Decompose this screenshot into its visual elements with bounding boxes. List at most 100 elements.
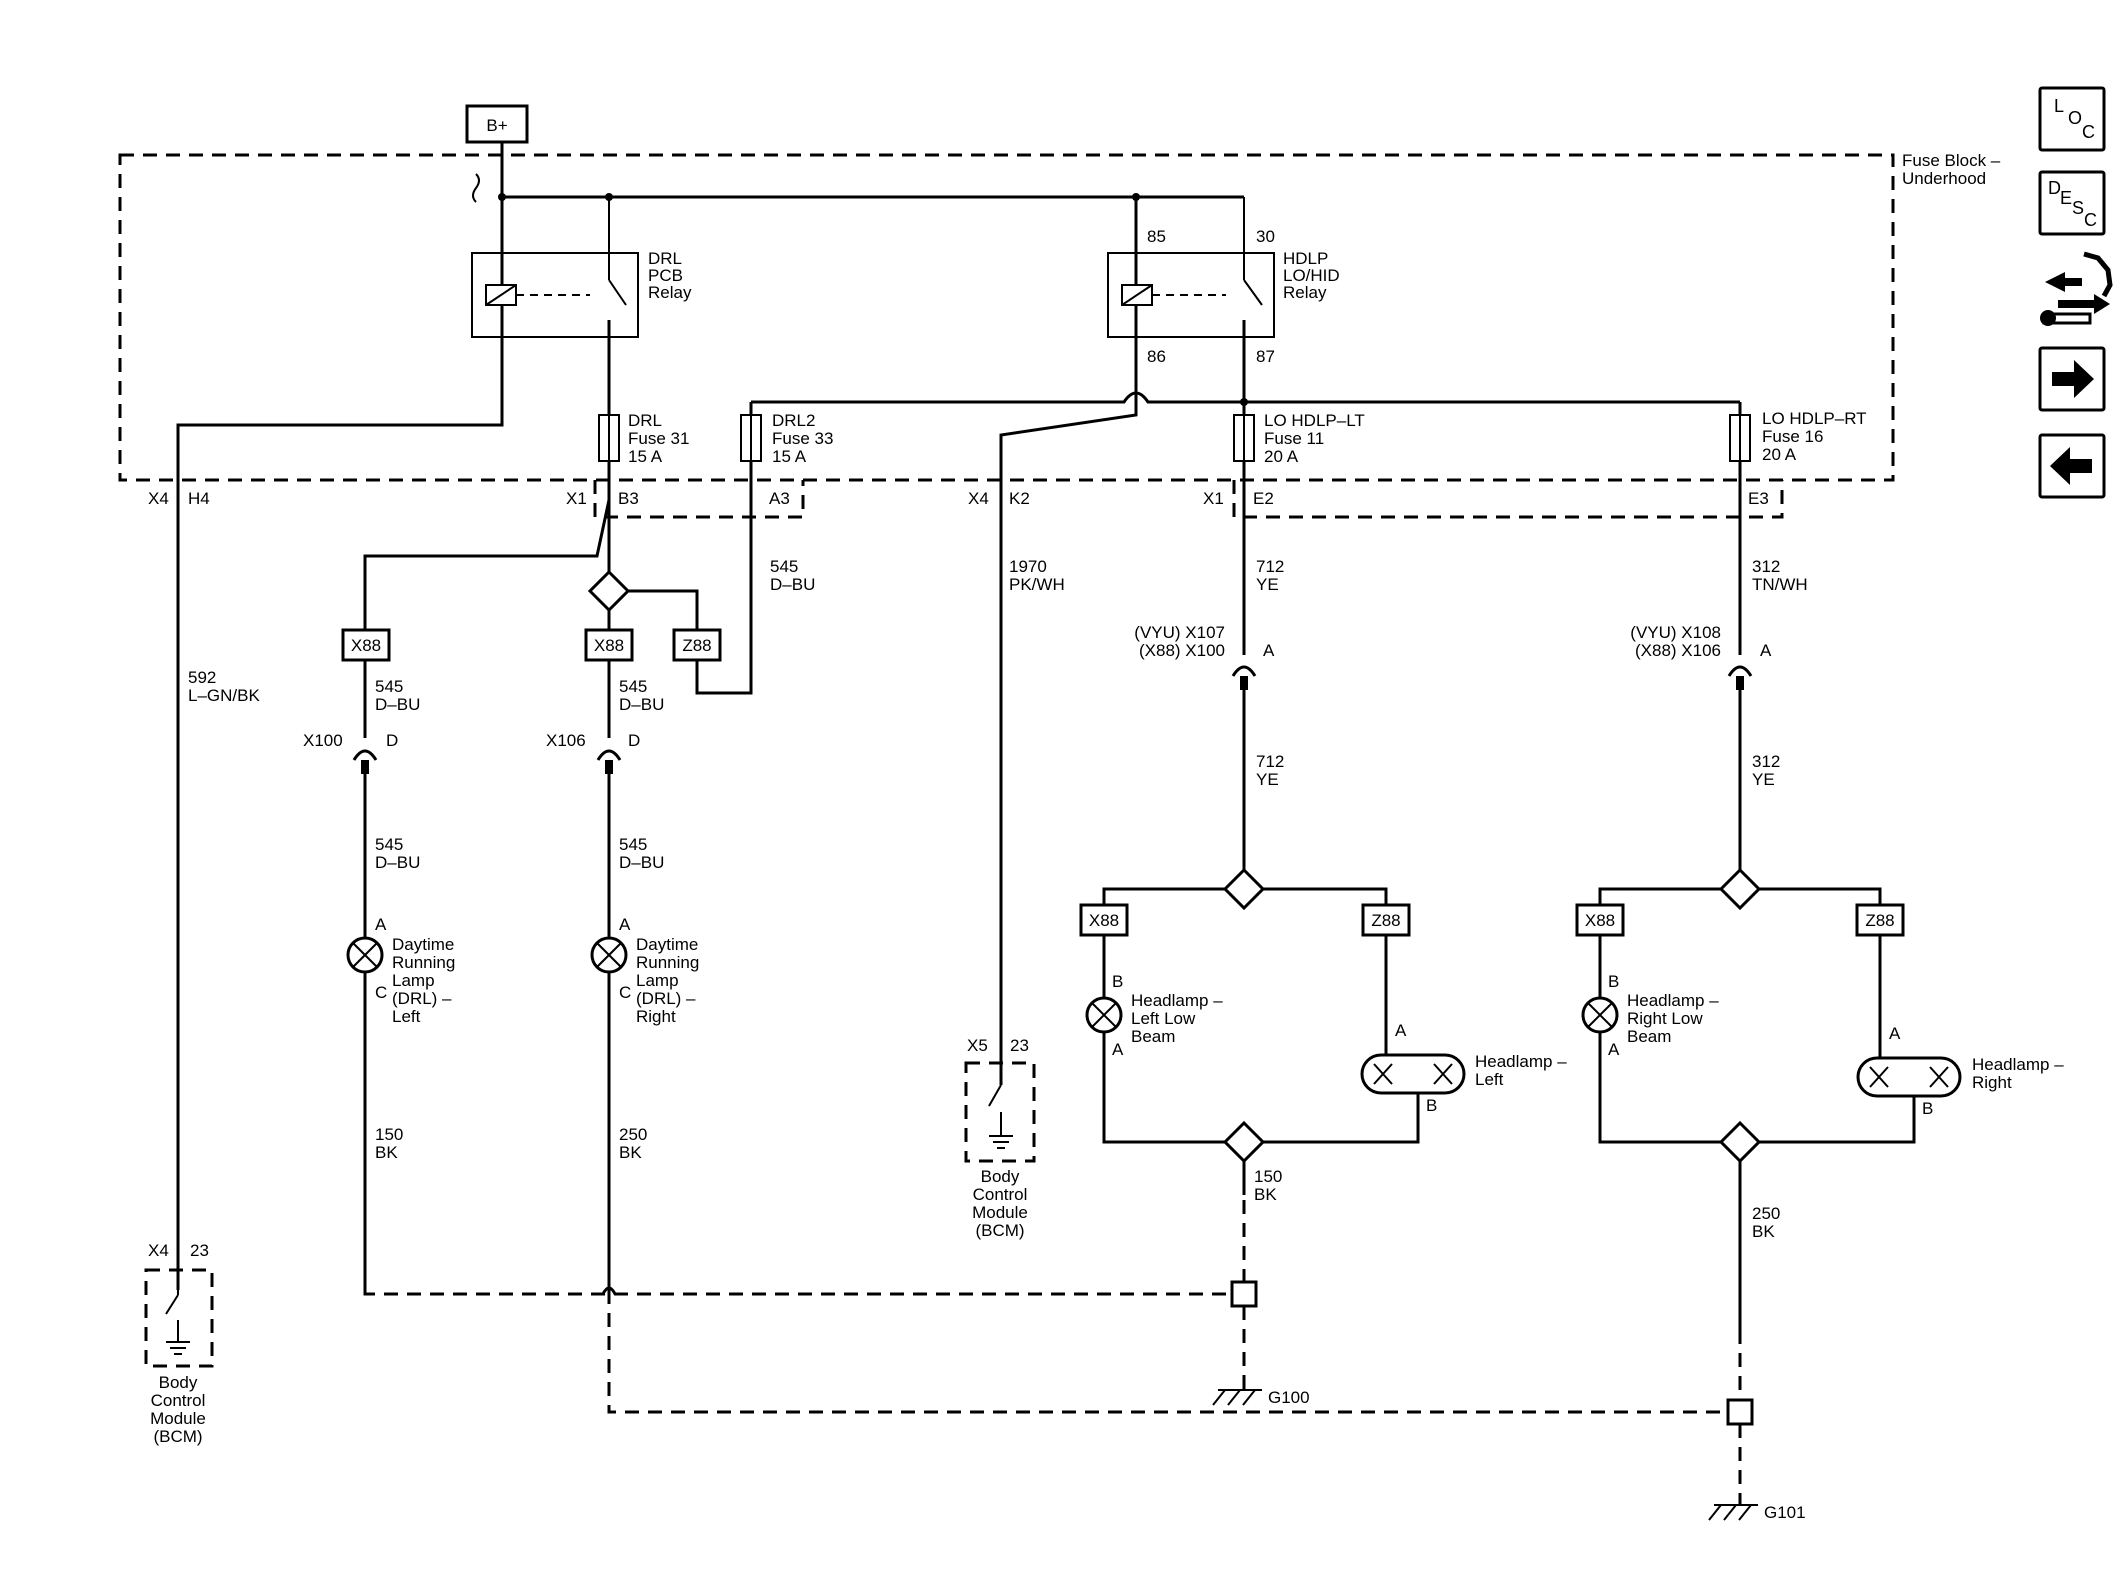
x107-label-2: (X88) X100: [1139, 641, 1225, 660]
hid-right-pin-a: A: [1889, 1024, 1901, 1043]
ground-symbol-g101: [1708, 1504, 1758, 1521]
fuse-block-outline: [118, 153, 1895, 482]
drl-right-pin-c: C: [619, 983, 631, 1002]
hid-left-pin-b: B: [1426, 1096, 1437, 1115]
hid-right-name-2: Right: [1972, 1073, 2012, 1092]
location-button-c: C: [2082, 122, 2095, 142]
next-page-button[interactable]: [2038, 346, 2106, 412]
drl-right-name-4: (DRL) –: [636, 989, 696, 1008]
fuse-16: [1729, 414, 1751, 462]
wire-545a-color: D–BU: [375, 695, 420, 714]
hdlp-relay-label-2: LO/HID: [1283, 266, 1340, 285]
drl-right-name-3: Lamp: [636, 971, 679, 990]
wire-312a-num: 312: [1752, 557, 1780, 576]
pin-x1e2-pin: E2: [1253, 489, 1274, 508]
wire-545e-num: 545: [770, 557, 798, 576]
fuse-16-num: Fuse 16: [1762, 427, 1823, 446]
bcm-left-conn: X4: [148, 1241, 169, 1260]
splice-gnd-right: [1718, 1120, 1762, 1164]
description-button-s: S: [2072, 198, 2084, 218]
wire-545c-num: 545: [375, 835, 403, 854]
wire-150b-color: BK: [1254, 1185, 1277, 1204]
hdlp-pin-85: 85: [1147, 227, 1166, 246]
hid-left-pin-a: A: [1395, 1021, 1407, 1040]
splice-drl: [587, 569, 631, 613]
bcm-mid-name-2: Control: [973, 1185, 1028, 1204]
option-x88-lo-left: X88: [1079, 903, 1129, 937]
drl-right-pin-a: A: [619, 915, 631, 934]
x107-pin: A: [1263, 641, 1275, 660]
wire-545e-color: D–BU: [770, 575, 815, 594]
wire-150b-num: 150: [1254, 1167, 1282, 1186]
lo-left-name-3: Beam: [1131, 1027, 1175, 1046]
bcm-mid-name-4: (BCM): [975, 1221, 1024, 1240]
svg-text:X88: X88: [351, 636, 381, 655]
pin-a3: A3: [769, 489, 790, 508]
wire-712b-color: YE: [1256, 770, 1279, 789]
pin-e3: E3: [1748, 489, 1769, 508]
lamp-hid-left: [1360, 1053, 1466, 1095]
pin-x1b3-pin: B3: [618, 489, 639, 508]
drl-left-name-3: Lamp: [392, 971, 435, 990]
description-button-e: E: [2060, 188, 2072, 208]
fuse-33-num: Fuse 33: [772, 429, 833, 448]
svg-text:X88: X88: [594, 636, 624, 655]
wire-712a-color: YE: [1256, 575, 1279, 594]
wire-250b-num: 250: [1752, 1204, 1780, 1223]
lamp-hid-right: [1856, 1056, 1962, 1098]
pin-x4k2-pin: K2: [1009, 489, 1030, 508]
previous-page-button[interactable]: [2038, 433, 2106, 499]
bcm-mid-pin: 23: [1010, 1036, 1029, 1055]
arrow-left-icon: [2050, 447, 2092, 485]
svg-text:Z88: Z88: [1865, 911, 1894, 930]
wire-250b-color: BK: [1752, 1222, 1775, 1241]
fuse-11-name: LO HDLP–LT: [1264, 411, 1365, 430]
hid-right-pin-b: B: [1922, 1099, 1933, 1118]
wire-312b-num: 312: [1752, 752, 1780, 771]
x107-label-1: (VYU) X107: [1134, 623, 1225, 642]
svg-text:X88: X88: [1089, 911, 1119, 930]
ground-g100-label: G100: [1268, 1388, 1310, 1407]
fuse-11-num: Fuse 11: [1264, 429, 1324, 448]
fuse-16-name: LO HDLP–RT: [1762, 409, 1867, 428]
hid-right-name-1: Headlamp –: [1972, 1055, 2064, 1074]
lo-left-name-2: Left Low: [1131, 1009, 1196, 1028]
fuse-33-name: DRL2: [772, 411, 815, 430]
ground-symbol-g100: [1212, 1389, 1262, 1406]
wire-312b-color: YE: [1752, 770, 1775, 789]
fuse-31-rating: 15 A: [628, 447, 663, 466]
fuse-block-label-2: Underhood: [1902, 169, 1986, 188]
lamp-drl-left: [346, 936, 384, 974]
fuse-31-num: Fuse 31: [628, 429, 689, 448]
x108-pin: A: [1760, 641, 1772, 660]
drl-right-name-1: Daytime: [636, 935, 698, 954]
pin-x1e2-conn: X1: [1203, 489, 1224, 508]
hdlp-relay-label-1: HDLP: [1283, 249, 1328, 268]
wire-545d-num: 545: [619, 835, 647, 854]
splice-lo-left: [1222, 867, 1266, 911]
battery-source-label: B+: [486, 116, 507, 135]
hdlp-pin-86: 86: [1147, 347, 1166, 366]
connector-view-button[interactable]: [2040, 251, 2113, 326]
fuse-11-rating: 20 A: [1264, 447, 1299, 466]
wire-150a-num: 150: [375, 1125, 403, 1144]
drl-left-name-1: Daytime: [392, 935, 454, 954]
description-button[interactable]: D E S C: [2038, 170, 2106, 236]
fuse-33: [740, 414, 762, 462]
ground-g101-label: G101: [1764, 1503, 1806, 1522]
lo-right-name-2: Right Low: [1627, 1009, 1703, 1028]
option-z88-hid-right: Z88: [1855, 903, 1905, 937]
bcm-left-module: [144, 1268, 214, 1368]
drl-relay-label-1: DRL: [648, 249, 682, 268]
location-button[interactable]: L O C: [2038, 86, 2106, 152]
ground-junction-g100: [1230, 1280, 1258, 1308]
pin-x4h4-conn: X4: [148, 489, 169, 508]
option-z88-drl: Z88: [672, 628, 722, 662]
lo-right-name-3: Beam: [1627, 1027, 1671, 1046]
pin-x4h4-pin: H4: [188, 489, 210, 508]
bcm-mid-conn: X5: [967, 1036, 988, 1055]
bcm-left-name-4: (BCM): [153, 1427, 202, 1446]
lo-left-pin-b: B: [1112, 972, 1123, 991]
splice-lo-right: [1718, 867, 1762, 911]
